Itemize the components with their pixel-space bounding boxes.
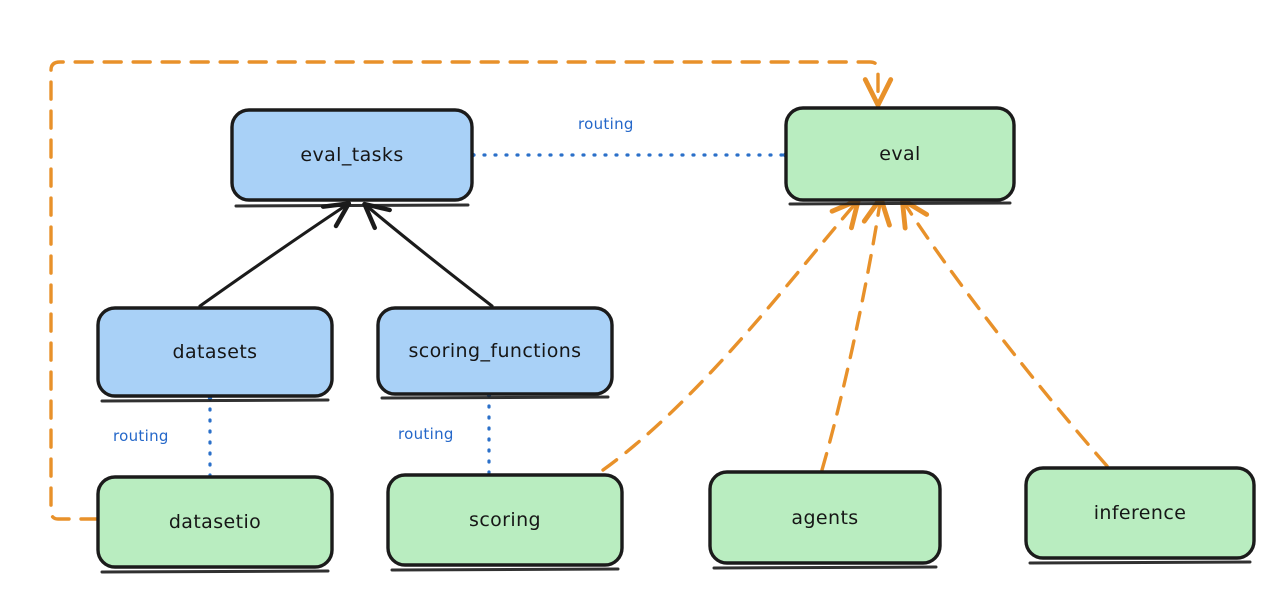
node-datasets[interactable] — [96, 306, 334, 403]
node-inference[interactable] — [1024, 466, 1256, 565]
node-datasetio[interactable] — [96, 475, 334, 574]
node-eval-tasks[interactable] — [230, 108, 474, 208]
edge-label-routing-scoring-functions-scoring: routing — [398, 425, 454, 443]
edge-datasetio-to-eval — [49, 60, 894, 521]
node-agents[interactable] — [708, 470, 942, 570]
edge-scoring-functions-to-eval-tasks — [362, 201, 494, 308]
edge-label-routing-datasets-datasetio: routing — [113, 427, 169, 445]
edge-scoring-to-eval — [601, 197, 861, 472]
node-eval[interactable] — [784, 106, 1016, 206]
node-scoring[interactable] — [386, 473, 624, 572]
edge-label-routing-eval-tasks-eval: routing — [578, 115, 634, 133]
edge-datasets-to-eval-tasks — [198, 201, 352, 308]
edge-inference-to-eval — [899, 197, 1109, 468]
edge-agents-to-eval — [820, 195, 892, 472]
node-scoring-functions[interactable] — [376, 306, 614, 400]
